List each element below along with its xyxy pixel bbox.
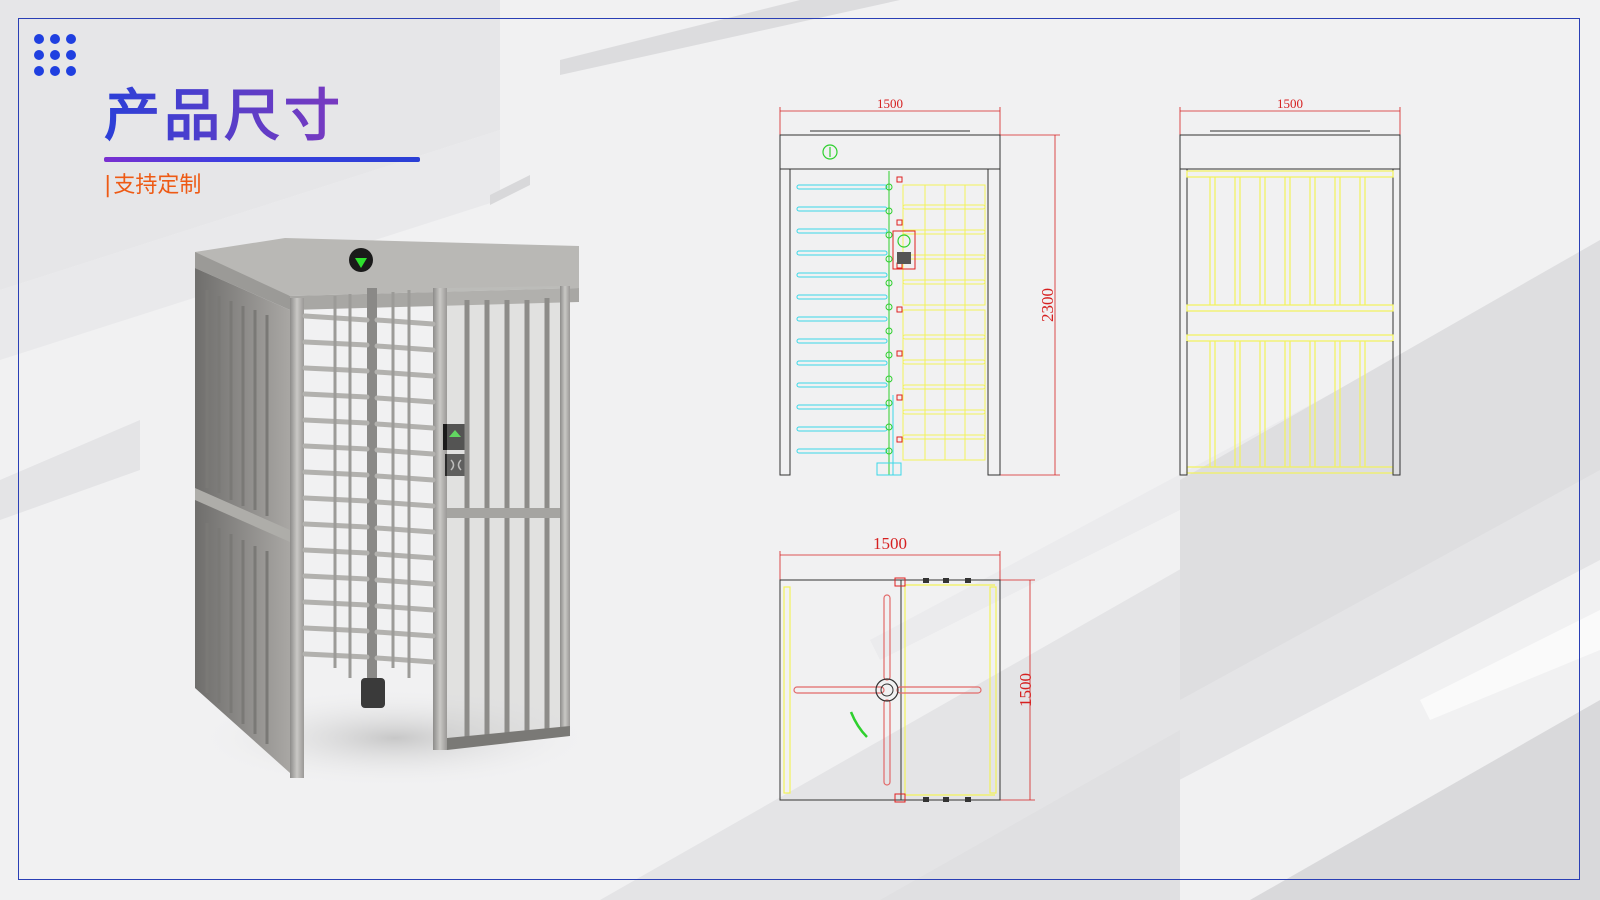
page-subtitle: |支持定制 [104,172,201,200]
subtitle-text: 支持定制 [113,173,202,198]
side-width-label: 1500 [1277,96,1303,111]
page-title: 产品尺寸 [104,82,344,152]
dots-grid-icon [34,34,78,78]
front-height-label: 2300 [1038,288,1057,322]
title-underline [104,157,420,162]
side-view-drawing: 1500 [1179,96,1401,476]
top-depth-label: 1500 [1016,673,1035,707]
front-width-label: 1500 [877,96,903,111]
product-image [195,238,585,788]
front-view-drawing: 1500 2300 [779,96,1060,476]
top-view-drawing: 1500 1500 [779,534,1035,803]
top-width-label: 1500 [873,534,907,553]
page-frame [18,18,1580,880]
subtitle-divider: | [104,173,112,198]
